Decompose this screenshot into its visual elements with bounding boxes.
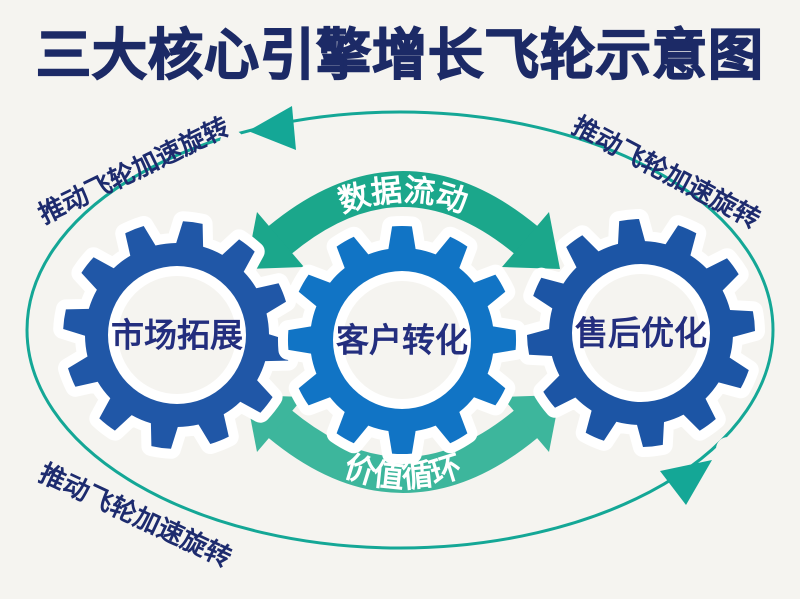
data-flow-arrow-icon: 数据流动 — [246, 171, 560, 269]
gear-customer-conversion: 客户转化 — [277, 215, 527, 465]
orbit-arrow-top-icon — [248, 106, 296, 150]
flywheel-orbit-ring — [25, 110, 775, 550]
gear-icon — [287, 225, 517, 455]
gear-label: 市场拓展 — [111, 317, 243, 354]
page-title: 三大核心引擎增长飞轮示意图 — [35, 23, 764, 87]
orbit-gap — [716, 437, 740, 461]
gear-market-expansion: 市场拓展 — [53, 211, 301, 459]
gear-icon — [527, 219, 755, 447]
gear-label: 客户转化 — [336, 322, 468, 359]
orbit-arrow-bottom-icon — [660, 460, 712, 505]
gear-label: 售后优化 — [575, 315, 707, 352]
gear-aftersales-optimization: 售后优化 — [517, 209, 765, 457]
gear-icon — [63, 221, 291, 449]
orbit-gap — [220, 130, 244, 154]
